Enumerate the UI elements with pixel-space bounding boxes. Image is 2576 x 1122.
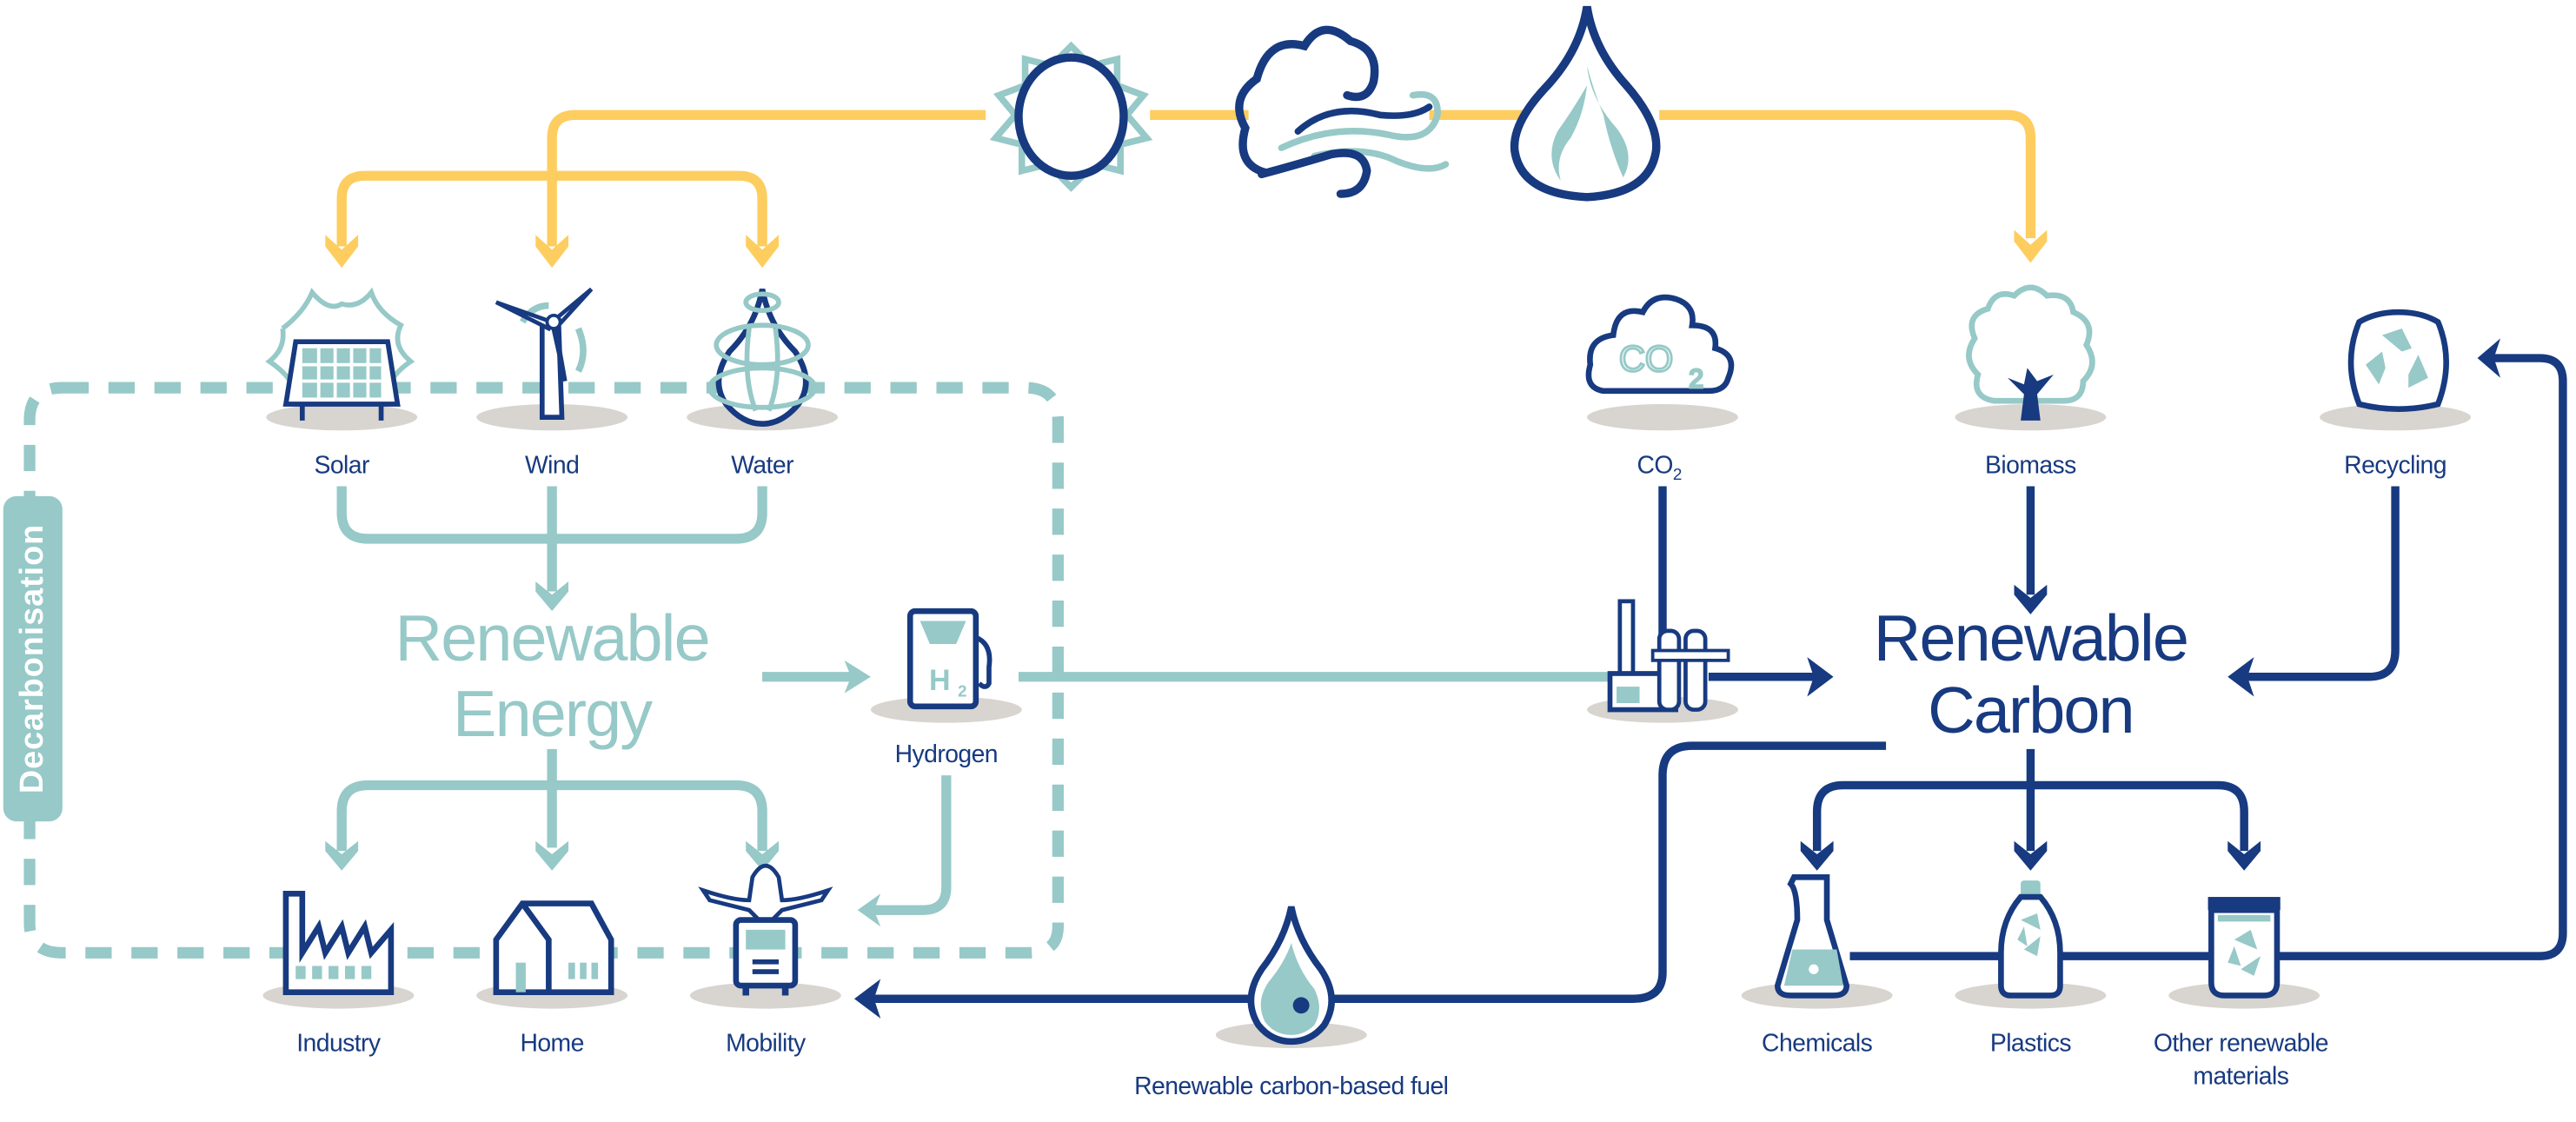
decarbonisation-label: Decarbonisation — [3, 495, 63, 822]
arrow-to-biomass — [2014, 229, 2048, 263]
recycling-icon — [2320, 309, 2472, 431]
bottle-icon — [1955, 880, 2107, 1009]
carbon-split-line — [1812, 748, 2248, 852]
label-other-materials-line1: Other renewable — [2154, 1030, 2328, 1058]
energy-use-labels: Industry Home Mobility — [296, 1030, 807, 1058]
label-solar: Solar — [315, 451, 369, 479]
renewable-carbon-line1: Renewable — [1874, 602, 2188, 675]
yellow-flow-lines — [336, 110, 2036, 247]
arrow-to-solar — [325, 235, 359, 269]
carbon-source-labels: CO2 Biomass Recycling — [1637, 451, 2447, 484]
merge-sources-line — [336, 486, 767, 592]
navy-arrowheads — [853, 338, 2501, 1019]
arrow-hydrogen-to-mobility — [857, 893, 881, 927]
arrow-to-recycling — [2477, 338, 2501, 378]
label-biomass: Biomass — [1985, 451, 2076, 479]
arrow-recycling-to-carbon — [2227, 657, 2254, 697]
teal-flow-lines — [336, 486, 1627, 915]
wind-cloud-icon — [1235, 25, 1450, 198]
solar-panel-icon — [265, 287, 418, 431]
label-other-materials-line2: materials — [2193, 1063, 2288, 1091]
water-drop-icon — [1510, 5, 1661, 202]
label-wind: Wind — [525, 451, 579, 479]
hydrogen-icon-sub: 2 — [958, 682, 967, 700]
split-uses-line — [336, 748, 767, 852]
arrow-to-home — [535, 840, 569, 871]
co2-icon-sub: 2 — [1689, 365, 1703, 394]
label-industry: Industry — [296, 1030, 382, 1058]
plane-truck-icon — [689, 863, 841, 1009]
arrow-fuel-to-mobility — [853, 979, 881, 1019]
yellow-right-line — [1659, 110, 2036, 239]
arrow-to-chemicals — [1800, 840, 1834, 871]
arrow-to-industry — [325, 840, 359, 871]
renewable-energy-line1: Renewable — [395, 602, 709, 675]
teal-arrowheads — [325, 581, 881, 927]
arrow-co2-to-carbon — [1807, 657, 1834, 697]
conversion-plant-icon — [1587, 599, 1738, 723]
label-hydrogen: Hydrogen — [895, 740, 998, 768]
label-recycling: Recycling — [2344, 451, 2447, 479]
carbon-product-labels: Chemicals Plastics Other renewable mater… — [1762, 1030, 2328, 1091]
recycling-to-carbon-line — [2244, 486, 2400, 681]
label-plastics: Plastics — [1990, 1030, 2072, 1058]
label-chemicals: Chemicals — [1762, 1030, 1873, 1058]
hydrogen-pump-icon: H 2 — [870, 607, 1022, 723]
arrow-to-water — [746, 235, 780, 269]
products-to-recycling-line — [1849, 354, 2567, 960]
arrow-to-wind — [535, 235, 569, 269]
hydrogen-icon-text: H — [929, 664, 951, 697]
yellow-main-line — [547, 110, 986, 247]
sun-icon — [989, 41, 1153, 192]
label-mobility: Mobility — [726, 1030, 807, 1058]
house-icon — [476, 900, 628, 1009]
yellow-arrowheads — [325, 229, 2048, 269]
renewable-carbon-line2: Carbon — [1928, 674, 2134, 747]
wind-turbine-icon — [476, 287, 628, 431]
flask-icon — [1741, 874, 1893, 1009]
co2-icon-text: CO — [1619, 338, 1673, 379]
tree-icon — [1955, 284, 2107, 431]
arrow-to-other-materials — [2227, 840, 2261, 871]
navy-flow-lines — [870, 354, 2567, 1003]
factory-icon — [262, 890, 415, 1009]
fuel-drop-icon — [1215, 906, 1367, 1048]
carbon-to-fuel-line — [870, 741, 1887, 1003]
decarbonisation-text: Decarbonisation — [14, 524, 50, 793]
yellow-branch-line — [336, 170, 767, 247]
water-swirl-icon — [687, 289, 839, 431]
label-water: Water — [731, 451, 793, 479]
arrow-to-hydrogen — [844, 660, 871, 694]
renewable-energy-line2: Energy — [453, 678, 653, 751]
hydrogen-to-mobility-line — [870, 775, 952, 915]
energy-source-labels: Solar Wind Water — [315, 451, 794, 479]
label-fuel: Renewable carbon-based fuel — [1134, 1072, 1448, 1100]
label-co2: CO2 — [1637, 451, 1682, 484]
arrow-biomass-to-carbon — [2014, 584, 2048, 614]
co2-cloud-icon: CO 2 — [1585, 294, 1738, 431]
arrow-to-renewable-energy — [535, 581, 569, 612]
container-icon — [2168, 897, 2320, 1009]
label-home: Home — [520, 1030, 583, 1058]
arrow-to-mobility — [746, 840, 780, 871]
arrow-to-plastics — [2014, 840, 2048, 871]
